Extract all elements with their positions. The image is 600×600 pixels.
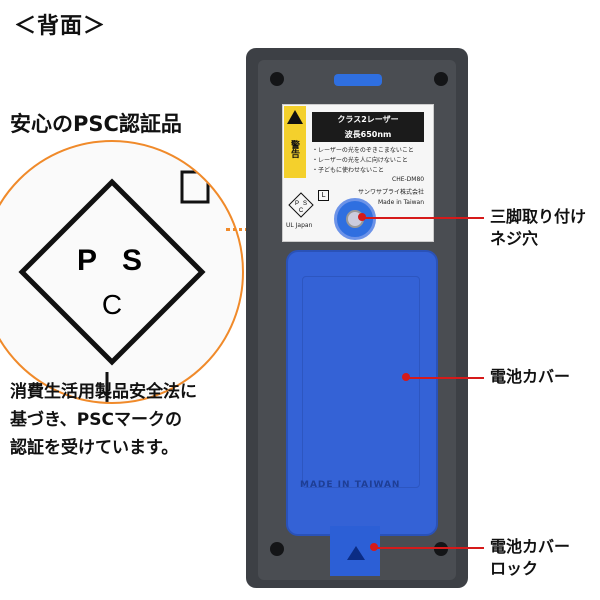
lock-callout-line	[376, 547, 484, 549]
psc-zoom-circle: P S C	[0, 140, 244, 404]
mini-psc-letter: P	[295, 201, 299, 207]
lock-callout-line1: 電池カバー	[490, 537, 571, 556]
warning-bar	[284, 106, 306, 178]
l-mark-fragment	[180, 170, 210, 204]
psc-letter-c: C	[102, 289, 122, 320]
warning-triangle-icon	[287, 110, 303, 124]
note-line: ・子どもに使わせないこと	[312, 167, 385, 174]
psc-description: 消費生活用製品安全法に 基づき、PSCマークの 認証を受けています。	[10, 378, 197, 462]
tripod-callout: 三脚取り付け ネジ穴	[490, 206, 586, 250]
note-line: ・レーザーの光を人に向けないこと	[312, 157, 408, 164]
battery-cover-callout: 電池カバー	[490, 367, 571, 386]
battery-lock-callout: 電池カバー ロック	[490, 536, 570, 580]
corner-hole	[434, 72, 448, 86]
psc-title: 安心のPSC認証品	[10, 112, 182, 136]
label-notes: ・レーザーの光をのぞきこまないこと ・レーザーの光を人に向けないこと ・子どもに…	[312, 146, 414, 176]
lock-callout-line2: ロック	[490, 559, 539, 578]
origin: Made in Taiwan	[377, 199, 424, 206]
psc-letter-p: P	[77, 244, 97, 277]
top-button	[334, 74, 382, 86]
psc-letter-s: S	[122, 244, 142, 277]
l-mark: L	[318, 190, 329, 201]
psc-mark-large: P S C	[18, 170, 210, 402]
lock-callout-dot	[370, 543, 378, 551]
wavelength: 波長650nm	[344, 130, 392, 139]
battery-callout-line	[408, 377, 484, 379]
model-number: CHE-DM80	[392, 176, 425, 183]
corner-hole	[270, 542, 284, 556]
tripod-callout-line	[364, 217, 484, 219]
corner-hole	[434, 542, 448, 556]
maker-info: サンワサプライ株式会社 Made in Taiwan	[330, 188, 424, 208]
battery-cover-panel	[302, 276, 420, 488]
battery-cover-emboss: MADE IN TAIWAN	[300, 480, 401, 490]
tripod-callout-line2: ネジ穴	[490, 229, 539, 248]
battery-cover[interactable]	[286, 250, 438, 536]
psc-mark-small: P S C	[288, 192, 314, 218]
warning-text: 警告	[289, 140, 299, 158]
tripod-callout-dot	[358, 213, 366, 221]
description-line: 消費生活用製品安全法に	[10, 382, 197, 402]
lock-arrow-icon	[347, 546, 365, 560]
battery-callout-dot	[402, 373, 410, 381]
mini-psc-letter: S	[303, 201, 307, 207]
mini-psc-letter: C	[299, 208, 304, 214]
laser-class: クラス2レーザー	[337, 115, 399, 124]
ul-japan: UL Japan	[286, 222, 313, 229]
corner-hole	[270, 72, 284, 86]
note-line: ・レーザーの光をのぞきこまないこと	[312, 147, 414, 154]
description-line: 基づき、PSCマークの	[10, 410, 182, 430]
description-line: 認証を受けています。	[10, 438, 179, 458]
laser-class-box: クラス2レーザー 波長650nm	[312, 112, 424, 142]
page-heading: ＜背面＞	[14, 14, 107, 39]
tripod-callout-line1: 三脚取り付け	[490, 207, 587, 226]
maker-name: サンワサプライ株式会社	[357, 189, 424, 196]
